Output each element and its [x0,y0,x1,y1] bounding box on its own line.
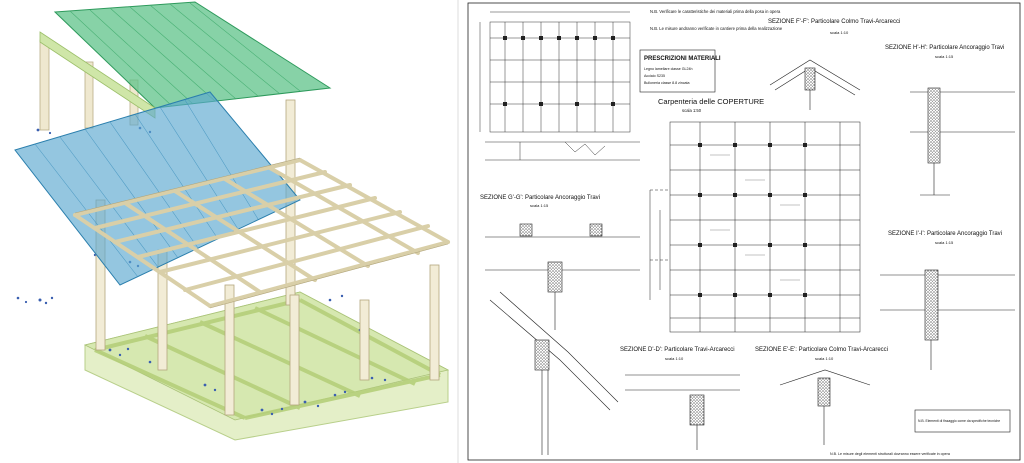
technical-sheet: N.B. Verificare le caratteristiche dei m… [467,2,1021,461]
section-g-detail [485,223,640,330]
lower-roof-panel [14,91,301,286]
legend-text: N.B. Elementi di fissaggio come da speci… [918,419,1000,423]
section-h-detail [910,87,1015,196]
section-e-scale: scala 1:10 [815,356,834,361]
section-d-detail [489,291,740,455]
plan-scale: scala 1:50 [682,108,702,113]
plan-beam-joints [698,143,807,297]
section-g-scale: scala 1:15 [530,203,549,208]
note-1: N.B. Verificare le caratteristiche dei m… [650,9,781,14]
legend-box: N.B. Elementi di fissaggio come da speci… [914,409,1011,433]
pergola-joists [73,158,450,308]
section-d-title: SEZIONE D'-D': Particolare Travi-Arcarec… [620,347,735,353]
materials-line-1: Legno lamellare classe GL24h [644,67,693,71]
materials-line-3: Bulloneria classe 8.8 zincata [644,81,690,85]
plan-title: Carpenteria delle COPERTURE [658,97,764,106]
section-g-title: SEZIONE G'-G': Particolare Ancoraggio Tr… [480,195,600,201]
section-e-title: SEZIONE E'-E': Particolare Colmo Travi-A… [755,347,888,353]
section-i-detail [880,269,1015,370]
footer-note: N.B. Le misure degli elementi struttural… [830,452,950,456]
materials-title: PRESCRIZIONI MATERIALI [644,56,721,62]
materials-line-2: Acciaio S235 [644,74,665,78]
section-e-detail [779,369,871,445]
ground-beams [94,298,441,420]
materials-box: PRESCRIZIONI MATERIALI Legno lamellare c… [639,49,721,93]
upper-roof-panel [53,1,332,109]
section-d-scale: scala 1:10 [665,356,684,361]
section-i-scale: scala 1:15 [935,240,954,245]
section-f-detail [769,59,861,110]
roof-framing-plan [649,121,861,333]
isometric-structure-view [14,1,450,441]
section-f-scale: scala 1:10 [830,30,849,35]
sheet-border [467,2,1021,461]
section-h-title: SEZIONE H'-H': Particolare Ancoraggio Tr… [885,45,1004,51]
elevation-grid [479,11,631,133]
section-i-title: SEZIONE I'-I': Particolare Ancoraggio Tr… [888,231,1002,237]
section-h-scale: scala 1:15 [935,54,954,59]
notes-block: N.B. Verificare le caratteristiche dei m… [650,9,783,31]
note-2: N.B. Le misure andranno verificate in ca… [650,26,783,31]
section-f-title: SEZIONE F'-F': Particolare Colmo Travi-A… [768,19,900,25]
